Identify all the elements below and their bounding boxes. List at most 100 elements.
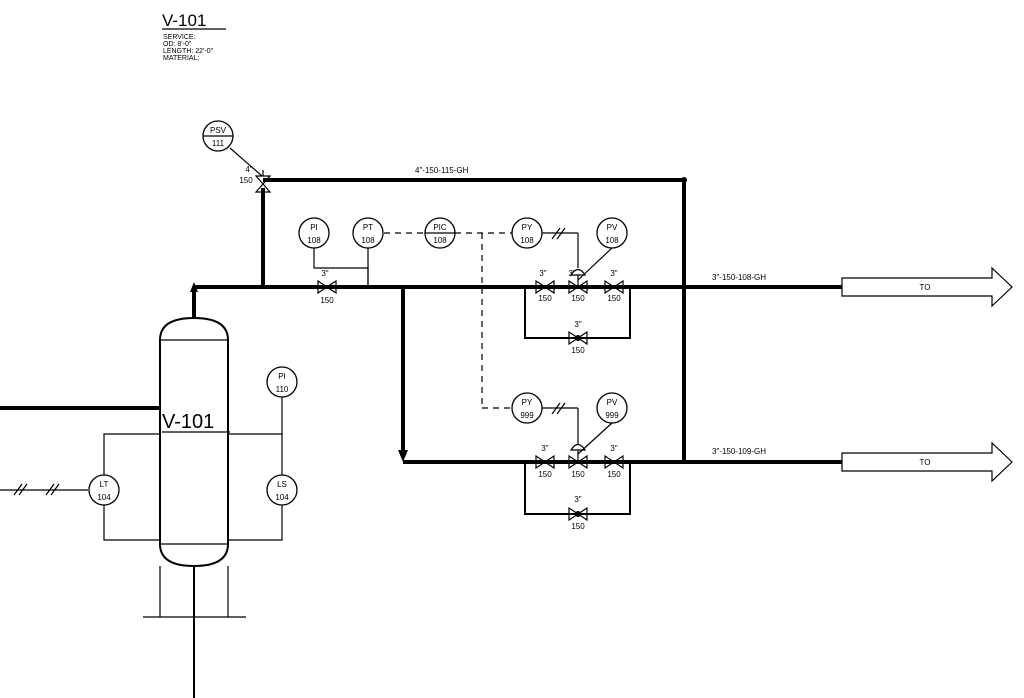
vessel-body (159, 316, 229, 568)
lt104-type: LT (100, 480, 109, 489)
signal-hash-2 (18, 483, 28, 496)
pi110-bubble (266, 366, 298, 398)
pic108-type: PIC (433, 223, 447, 232)
signal-hash-4 (50, 483, 60, 496)
py999-type: PY (522, 398, 533, 407)
lt104-num: 104 (97, 493, 111, 502)
upper-to-label: TO (920, 283, 931, 292)
llv-left (535, 454, 547, 470)
ulv-rating: 150 (538, 294, 552, 303)
signal-hash-1 (13, 483, 23, 496)
lower-left-block-valve[interactable]: 3" 150 (535, 444, 555, 479)
lbv-rating: 150 (571, 522, 585, 531)
ulv-left (535, 279, 547, 295)
lrv-right (612, 454, 624, 470)
pv999-num: 999 (605, 411, 619, 420)
upper-control-station: 3" 150 3" 150 3" 150 3" 150 (524, 268, 631, 355)
relief-line-label: 4"-150-115-GH (415, 166, 469, 175)
upper-control-valve-pv108[interactable]: 3" 150 (568, 268, 588, 303)
psv-valve-bottom (254, 183, 272, 193)
ubv-rating: 150 (571, 346, 585, 355)
pv108-bubble[interactable] (596, 217, 628, 249)
urv-right (612, 279, 624, 295)
psv111-num: 111 (212, 139, 225, 148)
od-text: OD: 8'-0" (163, 41, 192, 48)
pv108-type: PV (607, 223, 618, 232)
lcv-rating: 150 (571, 470, 585, 479)
ulv-right (543, 279, 555, 295)
ulv-size: 3" (539, 269, 546, 278)
lbv-size: 3" (574, 495, 581, 504)
lcv-actuator (569, 443, 587, 451)
lbv-left (568, 506, 580, 522)
urv-size: 3" (610, 269, 617, 278)
upper-left-block-valve[interactable]: 3" 150 (535, 269, 555, 303)
pv108-num: 108 (605, 236, 619, 245)
relief-junction (681, 177, 687, 183)
ucv-left (568, 279, 580, 295)
ls104-num: 104 (275, 493, 289, 502)
py999-bubble[interactable] (511, 392, 543, 424)
py108-hash-1 (551, 227, 561, 240)
pv999-bubble[interactable] (596, 392, 628, 424)
py999-hash-1 (551, 402, 561, 415)
vessel-v101[interactable]: V-101 (143, 316, 246, 698)
main-valve-size: 3" (321, 269, 328, 278)
lower-to-label: TO (920, 458, 931, 467)
pic108-num: 108 (433, 236, 447, 245)
urv-rating: 150 (607, 294, 621, 303)
psv111-type: PSV (210, 126, 227, 135)
ubv-left (568, 330, 580, 346)
lrv-left (604, 454, 616, 470)
title-block-tag: V-101 (162, 11, 206, 30)
llv-rating: 150 (538, 470, 552, 479)
signal-hash-3 (45, 483, 55, 496)
pt108-bubble[interactable] (352, 217, 384, 249)
lt104-bubble (88, 474, 120, 506)
py108-type: PY (522, 223, 533, 232)
psv-size: 4" (245, 165, 252, 174)
ubv-center (575, 335, 581, 341)
ubv-right (576, 330, 588, 346)
ls104-instrument[interactable]: LS 104 (266, 474, 298, 506)
pi108-bubble[interactable] (298, 217, 330, 249)
main-valve-right (325, 279, 337, 295)
lcv-right (576, 454, 588, 470)
lower-right-block-valve[interactable]: 3" 150 (604, 444, 624, 479)
ls104-bubble (266, 474, 298, 506)
ucv-size: 3" (568, 269, 575, 278)
pi110-num: 110 (276, 385, 289, 394)
lrv-rating: 150 (607, 470, 621, 479)
upper-to-arrow[interactable]: TO (841, 266, 1013, 308)
pi108-connection (313, 248, 369, 287)
lrv-size: 3" (610, 444, 617, 453)
py108-bubble[interactable] (511, 217, 543, 249)
psv111-leader (229, 147, 263, 177)
pi108-num: 108 (307, 236, 321, 245)
pv999-leader (577, 422, 613, 455)
lower-branch-arrowhead (398, 450, 408, 462)
pt108-type: PT (363, 223, 373, 232)
lower-to-arrow[interactable]: TO (841, 441, 1013, 483)
vessel-title-block: V-101 SERVICE: OD: 8'-0" LENGTH: 22'-0" … (162, 11, 226, 62)
lbv-center (575, 511, 581, 517)
upper-instrumentation: PI 108 PT 108 PIC 108 PY 108 PV 108 (298, 217, 628, 409)
psv-111-assembly[interactable]: 4" 150 PSV 111 (202, 120, 272, 193)
py999-hash-2 (556, 402, 566, 415)
main-valve-rating: 150 (320, 296, 334, 305)
lower-bypass-valve[interactable]: 3" 150 (568, 495, 588, 531)
lower-control-valve-pv999[interactable]: 150 (568, 443, 588, 480)
lower-arrow-shape (841, 441, 1013, 483)
main-gate-valve[interactable]: 3" 150 (317, 269, 337, 305)
length-text: LENGTH: 22'-0" (163, 48, 214, 55)
upper-right-block-valve[interactable]: 3" 150 (604, 269, 624, 303)
upper-arrow-shape (841, 266, 1013, 308)
lt104-instrument[interactable]: LT 104 (88, 474, 120, 506)
ucv-rating: 150 (571, 294, 585, 303)
py999-num: 999 (520, 411, 534, 420)
upper-bypass-valve[interactable]: 3" 150 (568, 320, 588, 355)
pi108-type: PI (310, 223, 318, 232)
level-instrumentation (0, 397, 283, 541)
py108-num: 108 (520, 236, 534, 245)
pi110-instrument[interactable]: PI 110 (266, 366, 298, 398)
